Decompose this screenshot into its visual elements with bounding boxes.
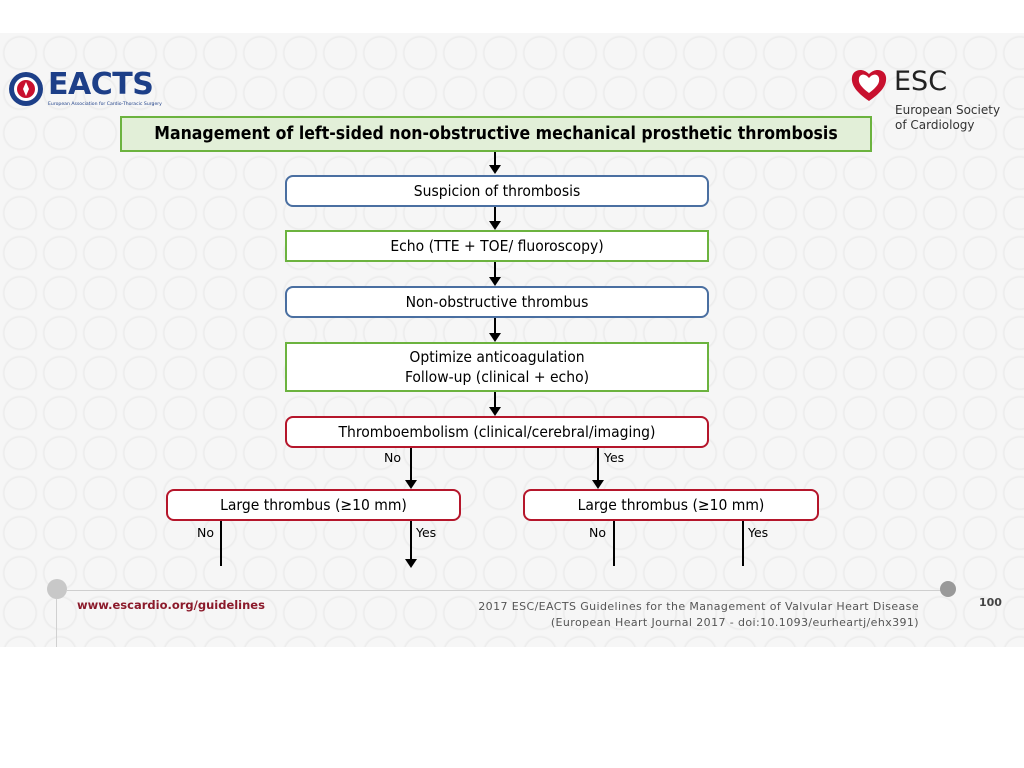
footer-url[interactable]: www.escardio.org/guidelines xyxy=(77,598,265,612)
footer-vertical-rule xyxy=(56,599,57,647)
arrow-down-icon xyxy=(489,407,501,416)
right-branch-label-yes: Yes xyxy=(748,525,769,540)
connector-line xyxy=(597,448,599,480)
eacts-subtitle: European Association for Cardio-Thoracic… xyxy=(48,102,162,107)
node-optimize-line2: Follow-up (clinical + echo) xyxy=(404,368,590,386)
connector-line xyxy=(494,262,496,277)
node-nonobstructive: Non-obstructive thrombus xyxy=(285,286,709,318)
connector-line xyxy=(742,521,744,566)
connector-line xyxy=(494,152,496,166)
node-large-thrombus-right: Large thrombus (≥10 mm) xyxy=(523,489,819,521)
esc-name-line2: of Cardiology xyxy=(895,118,975,132)
connector-line xyxy=(410,448,412,480)
node-nonobstructive-label: Non-obstructive thrombus xyxy=(405,293,589,311)
node-optimize: Optimize anticoagulation Follow-up (clin… xyxy=(285,342,709,392)
eacts-wordmark: EACTS xyxy=(48,67,154,102)
left-branch-label-no: No xyxy=(197,525,214,540)
connector-line xyxy=(494,207,496,221)
esc-heart-icon xyxy=(851,70,887,101)
node-suspicion-label: Suspicion of thrombosis xyxy=(413,182,581,200)
page-number: 100 xyxy=(979,596,1002,609)
arrow-down-icon xyxy=(489,165,501,174)
slide: EACTS European Association for Cardio-Th… xyxy=(0,33,1024,647)
node-thromboembolism: Thromboembolism (clinical/cerebral/imagi… xyxy=(285,416,709,448)
branch-label-yes: Yes xyxy=(604,450,625,465)
node-large-thrombus-left: Large thrombus (≥10 mm) xyxy=(166,489,461,521)
node-large-thrombus-left-label: Large thrombus (≥10 mm) xyxy=(220,496,407,514)
eacts-emblem-icon xyxy=(9,72,43,106)
footer-citation-line2: (European Heart Journal 2017 - doi:10.10… xyxy=(550,616,919,629)
arrow-down-icon xyxy=(592,480,604,489)
arrow-down-icon xyxy=(489,277,501,286)
esc-wordmark: ESC xyxy=(894,66,948,97)
node-thromboembolism-label: Thromboembolism (clinical/cerebral/imagi… xyxy=(338,423,656,441)
page-title: Management of left-sided non-obstructive… xyxy=(120,116,872,152)
connector-line xyxy=(494,392,496,407)
arrow-down-icon xyxy=(405,480,417,489)
node-optimize-line1: Optimize anticoagulation xyxy=(409,348,585,366)
footer-dot-right xyxy=(940,581,956,597)
node-suspicion: Suspicion of thrombosis xyxy=(285,175,709,207)
arrow-down-icon xyxy=(489,333,501,342)
connector-line xyxy=(494,318,496,333)
arrow-down-icon xyxy=(489,221,501,230)
branch-label-no: No xyxy=(384,450,401,465)
footer-citation-line1: 2017 ESC/EACTS Guidelines for the Manage… xyxy=(478,600,919,613)
eacts-logo: EACTS European Association for Cardio-Th… xyxy=(8,67,162,109)
node-echo-label: Echo (TTE + TOE/ fluoroscopy) xyxy=(390,237,604,255)
footer-dot-left xyxy=(47,579,67,599)
footer-rule xyxy=(67,590,947,591)
connector-line xyxy=(220,521,222,566)
node-echo: Echo (TTE + TOE/ fluoroscopy) xyxy=(285,230,709,262)
node-large-thrombus-right-label: Large thrombus (≥10 mm) xyxy=(577,496,765,514)
right-branch-label-no: No xyxy=(589,525,606,540)
connector-line xyxy=(410,521,412,559)
esc-name-line1: European Society xyxy=(895,103,1001,117)
connector-line xyxy=(613,521,615,566)
left-branch-label-yes: Yes xyxy=(416,525,437,540)
esc-logo: ESC European Society of Cardiology xyxy=(850,66,1010,136)
arrow-down-icon xyxy=(405,559,417,568)
